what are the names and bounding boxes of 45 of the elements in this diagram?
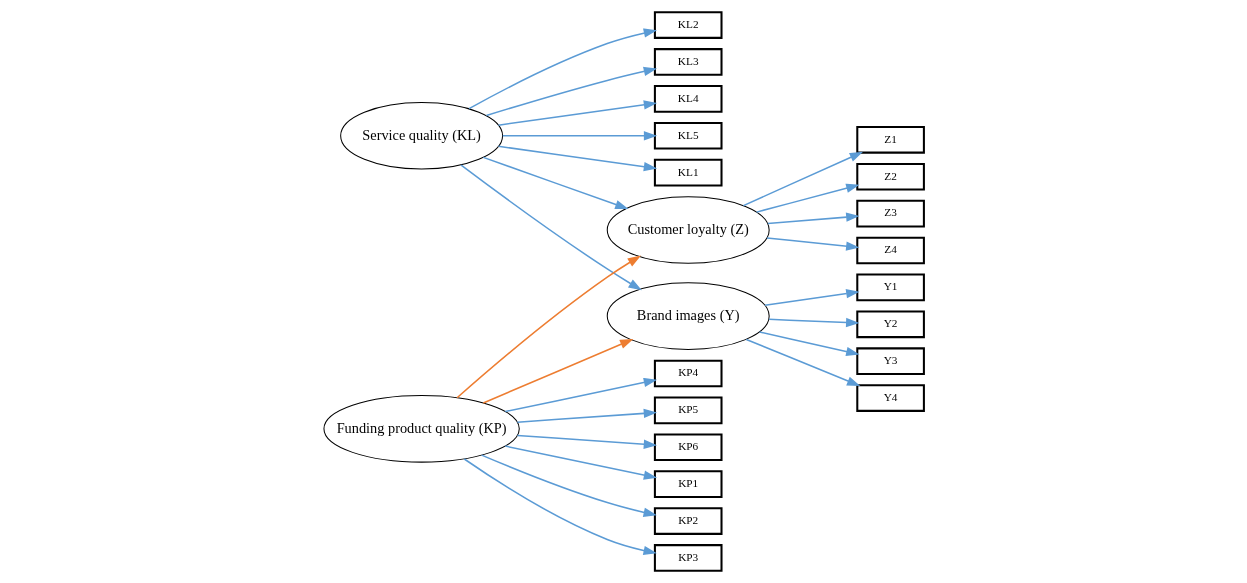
arrow [480, 454, 657, 517]
node-box: Z4 [855, 236, 925, 265]
arrow [482, 339, 633, 404]
node-box: Z2 [855, 162, 925, 191]
arrow [455, 255, 641, 399]
arrow [763, 288, 860, 306]
node-box: KP3 [653, 544, 723, 572]
arrow [765, 237, 859, 251]
node-box: Y2 [855, 310, 925, 339]
arrow [497, 145, 657, 172]
arrow [459, 164, 642, 291]
arrow [485, 66, 657, 117]
arrow [758, 331, 859, 357]
arrow [516, 434, 657, 449]
node-box: KL3 [653, 48, 723, 76]
arrow [467, 28, 657, 110]
node-ellipse: Service quality (KL) [339, 101, 503, 170]
arrow [516, 408, 657, 423]
arrow [501, 131, 657, 141]
arrow [742, 151, 863, 207]
node-box: KL2 [653, 11, 723, 39]
arrow [504, 377, 657, 413]
arrow [482, 156, 628, 210]
node-box: Y1 [855, 273, 925, 302]
node-box: Z1 [855, 126, 925, 154]
node-box: KP5 [653, 396, 723, 425]
node-box: KP6 [653, 433, 723, 462]
arrow [745, 338, 860, 387]
node-box: KL4 [653, 85, 723, 113]
node-box: KL5 [653, 121, 723, 150]
node-box: Z3 [855, 199, 925, 228]
node-box: Y4 [855, 384, 925, 412]
node-ellipse: Funding product quality (KP) [322, 395, 520, 463]
node-box: Y3 [855, 347, 925, 375]
node-box: KP2 [653, 507, 723, 535]
arrow [497, 100, 657, 126]
node-box: KP4 [653, 359, 723, 388]
arrow [766, 212, 859, 225]
arrow [755, 183, 860, 213]
node-box: KP1 [653, 470, 723, 498]
arrow [463, 458, 657, 556]
arrow [504, 445, 657, 480]
node-box: KL1 [653, 158, 723, 187]
arrow [767, 317, 859, 328]
node-ellipse: Customer loyalty (Z) [606, 196, 770, 264]
